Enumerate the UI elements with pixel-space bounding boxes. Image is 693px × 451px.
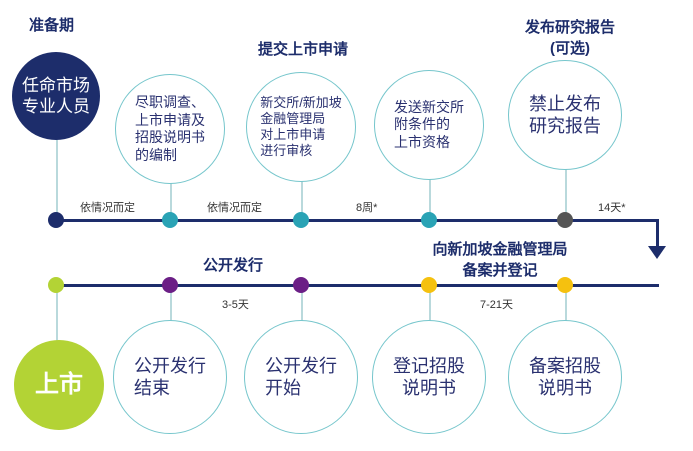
node-appoint-professionals: 任命市场 专业人员 — [12, 52, 100, 140]
dot-prep — [48, 212, 64, 228]
connector-file — [565, 286, 567, 328]
timeline-top — [55, 219, 657, 222]
title-research: 发布研究报告 (可选) — [515, 16, 625, 58]
review-line3: 对上市申请 — [260, 127, 326, 142]
dot-listing — [48, 277, 64, 293]
connector-listing — [56, 286, 58, 346]
start-line2: 开始 — [265, 378, 301, 398]
label-t4: 14天* — [598, 202, 626, 214]
node-file-prospectus: 备案招股 说明书 — [508, 320, 622, 434]
title-register-line1: 向新加坡金融管理局 — [432, 241, 568, 258]
node-due-diligence: 尽职调查、 上市申请及 招股说明书 的编制 — [115, 74, 225, 184]
title-submit: 提交上市申请 — [258, 41, 349, 58]
title-register: 向新加坡金融管理局 备案并登记 — [410, 238, 590, 280]
due-line3: 招股说明书 — [135, 129, 205, 145]
review-line2: 金融管理局 — [260, 110, 326, 126]
label-t3: 8周* — [356, 202, 378, 214]
label-b2: 7-21天 — [480, 299, 514, 311]
connector-prep — [56, 112, 58, 220]
down-arrow-icon — [648, 246, 666, 259]
appoint-line2: 专业人员 — [22, 97, 90, 116]
node-conditional-eligibility: 发送新交所 附条件的 上市资格 — [374, 70, 484, 180]
connector-end — [170, 286, 172, 328]
dot-offer-start — [293, 277, 309, 293]
reg-line2: 说明书 — [402, 378, 456, 398]
node-offer-start: 公开发行 开始 — [244, 320, 358, 434]
timeline-bottom — [55, 284, 659, 287]
file-line2: 说明书 — [538, 378, 592, 398]
dot-file — [557, 277, 573, 293]
title-register-line2: 备案并登记 — [462, 262, 538, 279]
dot-cond — [421, 212, 437, 228]
listing-label: 上市 — [35, 371, 83, 398]
dot-due — [162, 212, 178, 228]
cond-line3: 上市资格 — [394, 133, 450, 150]
node-review: 新交所/新加坡 金融管理局 对上市申请 进行审核 — [246, 72, 356, 182]
label-b1: 3-5天 — [222, 299, 249, 311]
label-t1: 依情况而定 — [80, 202, 135, 214]
ban-line2: 研究报告 — [529, 116, 601, 136]
title-public-offer: 公开发行 — [203, 257, 264, 274]
timeline-top-drop — [656, 219, 659, 255]
cond-line1: 发送新交所 — [394, 98, 464, 115]
due-line2: 上市申请及 — [135, 111, 205, 128]
node-offer-end: 公开发行 结束 — [113, 320, 227, 434]
title-prep: 准备期 — [29, 17, 75, 34]
connector-due — [170, 183, 172, 220]
connector-cond — [429, 178, 431, 220]
review-line1: 新交所/新加坡 — [260, 94, 342, 110]
start-line1: 公开发行 — [265, 355, 337, 376]
dot-register — [421, 277, 437, 293]
due-line4: 的编制 — [135, 146, 177, 163]
connector-start — [301, 286, 303, 328]
label-t2: 依情况而定 — [207, 202, 262, 214]
node-listing: 上市 — [14, 340, 104, 430]
end-line1: 公开发行 — [134, 355, 206, 376]
review-line4: 进行审核 — [260, 143, 313, 159]
appoint-line1: 任命市场 — [22, 75, 90, 95]
node-register-prospectus: 登记招股 说明书 — [372, 320, 486, 434]
dot-ban — [557, 212, 573, 228]
title-research-line2: (可选) — [550, 40, 590, 57]
node-research-ban: 禁止发布 研究报告 — [508, 60, 622, 170]
ban-line1: 禁止发布 — [529, 93, 601, 114]
file-line1: 备案招股 — [529, 355, 601, 376]
dot-review — [293, 212, 309, 228]
reg-line1: 登记招股 — [393, 355, 465, 376]
title-research-line1: 发布研究报告 — [524, 19, 615, 36]
cond-line2: 附条件的 — [394, 116, 450, 133]
connector-reg — [429, 286, 431, 328]
due-line1: 尽职调查、 — [135, 94, 205, 110]
connector-ban — [565, 168, 567, 220]
end-line2: 结束 — [134, 378, 170, 398]
connector-review — [301, 181, 303, 220]
dot-offer-end — [162, 277, 178, 293]
